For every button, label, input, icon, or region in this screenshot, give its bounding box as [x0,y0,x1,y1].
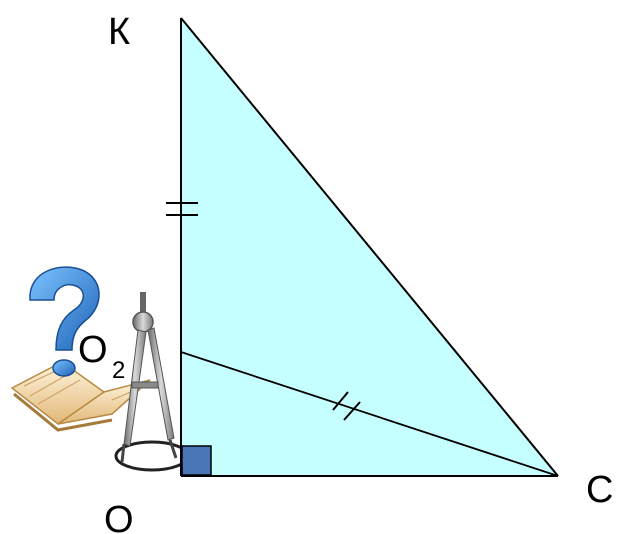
open-book-icon [10,361,151,432]
label-c: C [586,469,613,511]
segment-o2c [180,351,559,477]
label-o2-subscript: 2 [112,357,125,384]
label-k: К [108,11,130,53]
drawing-compass-icon [114,292,190,472]
label-o: O [104,499,134,534]
equal-tick-marks-ko2 [166,202,198,216]
equal-tick-marks-o2c [332,391,361,421]
question-mark-icon [29,266,100,377]
label-o2: O [78,329,108,371]
right-angle-marker [181,445,212,476]
hypotenuse-kc [180,17,559,477]
question-book-compass-decoration [10,266,190,472]
